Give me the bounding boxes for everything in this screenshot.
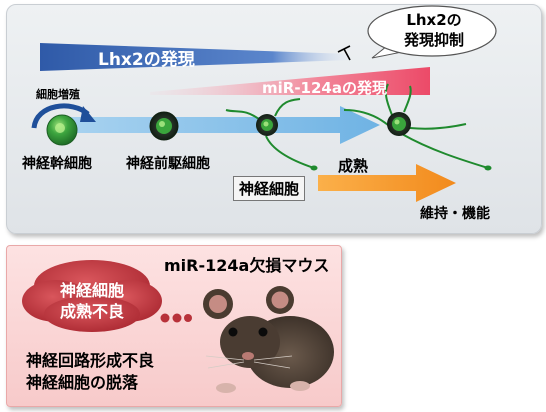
progression-arrow (62, 106, 380, 144)
stem-cell-icon (46, 114, 78, 146)
callout-line-1: Lhx2の (406, 11, 462, 29)
mir124a-expression-bar (150, 67, 430, 95)
proliferation-label: 細胞増殖 (36, 88, 80, 101)
inhibition-symbol (337, 45, 351, 61)
progenitor-label: 神経前駆細胞 (126, 156, 210, 172)
neuron-label: 神経細胞 (233, 176, 306, 201)
knockout-mouse-title: miR-124a欠損マウス (164, 256, 330, 275)
phenotype-list: 神経回路形成不良 神経細胞の脱落 (26, 350, 154, 394)
phenotype-item: 神経細胞の脱落 (26, 373, 139, 392)
lhx2-expression-label: Lhx2の発現 (98, 50, 195, 70)
maturation-label: 成熟 (338, 157, 369, 175)
thought-bubble-text: 神経細胞 成熟不良 (40, 280, 144, 322)
thought-line-1: 神経細胞 (59, 281, 124, 300)
phenotype-item: 神経回路形成不良 (26, 351, 155, 370)
callout-line-2: 発現抑制 (403, 31, 464, 49)
proliferation-arrow-head (80, 106, 96, 122)
maintenance-label: 維持・機能 (420, 206, 490, 222)
lhx2-expression-bar (40, 43, 350, 71)
mature-neuron-icon (343, 83, 492, 171)
stem-cell-label: 神経幹細胞 (22, 156, 92, 172)
thought-line-2: 成熟不良 (59, 302, 124, 321)
mir124a-expression-label: miR-124aの発現 (262, 79, 387, 97)
callout-bubble (367, 5, 497, 57)
maturation-arrow (318, 164, 456, 202)
progenitor-cell-icon (149, 111, 179, 141)
callout-text: Lhx2の 発現抑制 (376, 10, 492, 50)
young-neuron-icon (225, 98, 318, 171)
